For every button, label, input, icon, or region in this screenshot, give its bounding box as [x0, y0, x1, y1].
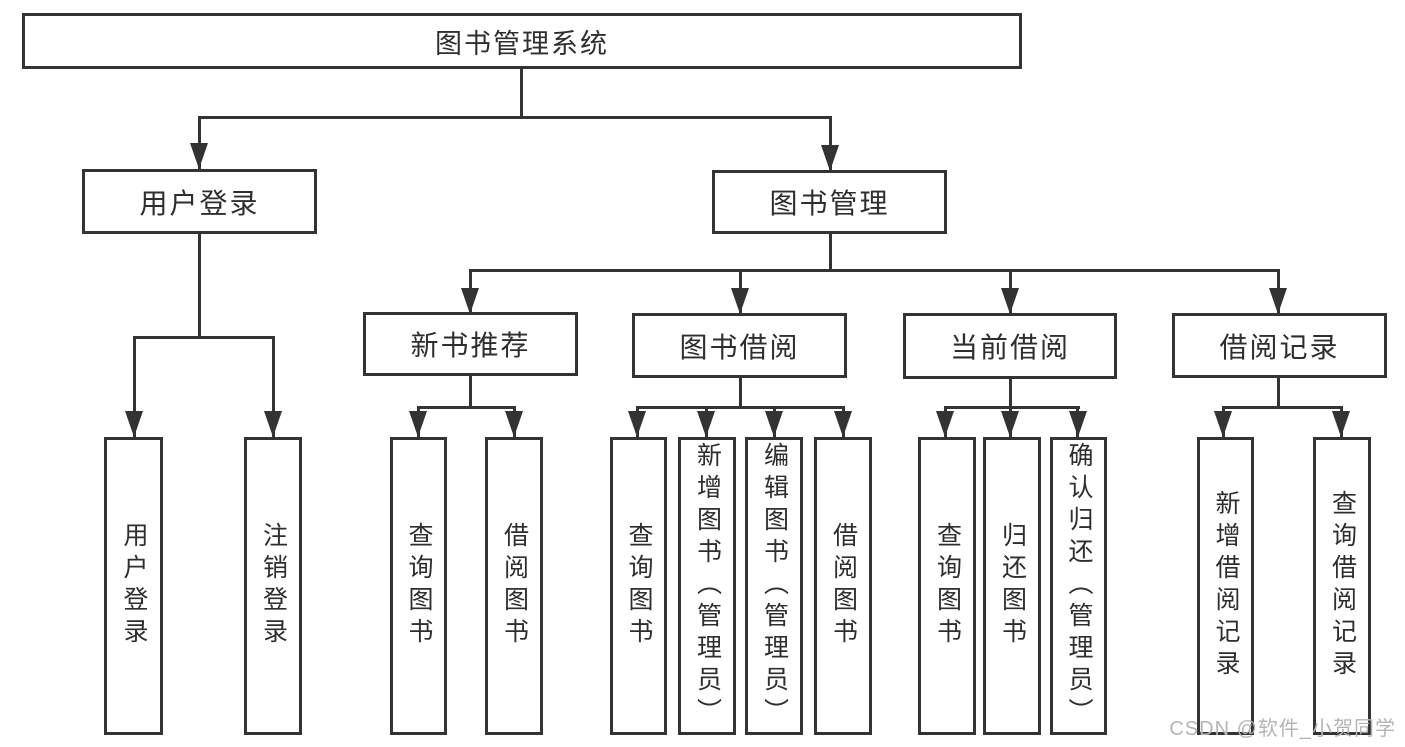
connector-line — [198, 116, 832, 119]
node-label: 确认归还（管理员） — [1065, 442, 1093, 730]
connector-line — [469, 375, 472, 408]
node-label: 编辑图书（管理员） — [760, 442, 789, 730]
arrowhead-icon — [765, 411, 783, 437]
arrowhead-icon — [1001, 411, 1019, 437]
node-label: 用户登录 — [139, 187, 260, 219]
arrowhead-icon — [697, 411, 715, 437]
arrowhead-icon — [628, 411, 646, 437]
leaf-query-borrow-record: 查询借阅记录 — [1313, 437, 1371, 735]
arrowhead-icon — [1214, 411, 1232, 437]
node-book-management: 图书管理 — [712, 170, 947, 234]
leaf-borrow-books-borrowing: 借阅图书 — [814, 437, 872, 735]
connector-line — [133, 336, 275, 339]
node-label: 查询借阅记录 — [1328, 490, 1357, 682]
connector-line — [829, 233, 832, 271]
leaf-borrow-books-recommend: 借阅图书 — [485, 437, 543, 735]
arrowhead-icon — [821, 145, 839, 171]
node-label: 用户登录 — [120, 522, 148, 650]
arrowhead-icon — [125, 411, 143, 437]
node-label: 当前借阅 — [949, 332, 1070, 363]
node-new-book-recommend: 新书推荐 — [363, 312, 578, 376]
leaf-query-books-recommend: 查询图书 — [390, 437, 447, 735]
node-book-borrowing: 图书借阅 — [632, 313, 847, 378]
arrowhead-icon — [505, 411, 523, 437]
node-label: 图书管理 — [769, 188, 890, 219]
node-label: 查询图书 — [933, 522, 962, 650]
connector-line — [829, 116, 832, 171]
arrowhead-icon — [1332, 411, 1350, 437]
arrowhead-icon — [834, 411, 852, 437]
node-label: 借阅记录 — [1219, 331, 1340, 363]
arrowhead-icon — [1269, 288, 1287, 314]
node-label: 新增借阅记录 — [1212, 490, 1240, 682]
arrowhead-icon — [264, 411, 282, 437]
leaf-query-books-borrowing: 查询图书 — [610, 437, 667, 735]
leaf-user-login: 用户登录 — [104, 437, 163, 735]
node-label: 新增图书（管理员） — [693, 442, 722, 730]
node-user-login: 用户登录 — [82, 169, 317, 234]
node-label: 新书推荐 — [410, 330, 531, 361]
connector-line — [520, 68, 523, 118]
leaf-return-books: 归还图书 — [983, 437, 1041, 735]
node-borrowing-records: 借阅记录 — [1172, 313, 1387, 378]
connector-line — [417, 406, 516, 409]
connector-line — [1277, 378, 1280, 408]
connector-line — [198, 233, 201, 338]
connector-line — [1009, 378, 1012, 408]
arrowhead-icon — [461, 288, 479, 314]
node-label: 借阅图书 — [829, 522, 858, 650]
node-label: 借阅图书 — [500, 522, 529, 650]
arrowhead-icon — [190, 143, 208, 169]
connector-line — [198, 116, 201, 169]
leaf-add-borrow-record: 新增借阅记录 — [1197, 437, 1254, 735]
arrowhead-icon — [731, 288, 749, 314]
connector-line — [739, 377, 742, 408]
watermark: CSDN @软件_小贺同学 — [1169, 718, 1396, 740]
leaf-confirm-return-admin: 确认归还（管理员） — [1050, 437, 1107, 735]
connector-line — [636, 406, 845, 409]
connector-line — [944, 406, 1080, 409]
arrowhead-icon — [1001, 288, 1019, 314]
node-label: 注销登录 — [259, 522, 288, 650]
node-label: 图书借阅 — [679, 331, 800, 363]
connector-line — [1222, 406, 1343, 409]
node-label: 图书管理系统 — [435, 28, 609, 59]
leaf-edit-book-admin: 编辑图书（管理员） — [745, 437, 803, 735]
arrowhead-icon — [1069, 411, 1087, 437]
arrowhead-icon — [409, 411, 427, 437]
leaf-add-book-admin: 新增图书（管理员） — [678, 437, 736, 735]
node-label: 查询图书 — [405, 522, 433, 650]
arrowhead-icon — [936, 411, 954, 437]
connector-line — [272, 336, 275, 437]
leaf-query-books-current: 查询图书 — [918, 437, 976, 735]
connector-line — [469, 269, 1280, 272]
node-label: 查询图书 — [625, 522, 653, 650]
node-current-borrowing: 当前借阅 — [903, 313, 1117, 379]
node-book-management-system: 图书管理系统 — [22, 13, 1022, 69]
leaf-logout: 注销登录 — [244, 437, 302, 735]
node-label: 归还图书 — [998, 522, 1027, 650]
connector-line — [133, 336, 136, 437]
